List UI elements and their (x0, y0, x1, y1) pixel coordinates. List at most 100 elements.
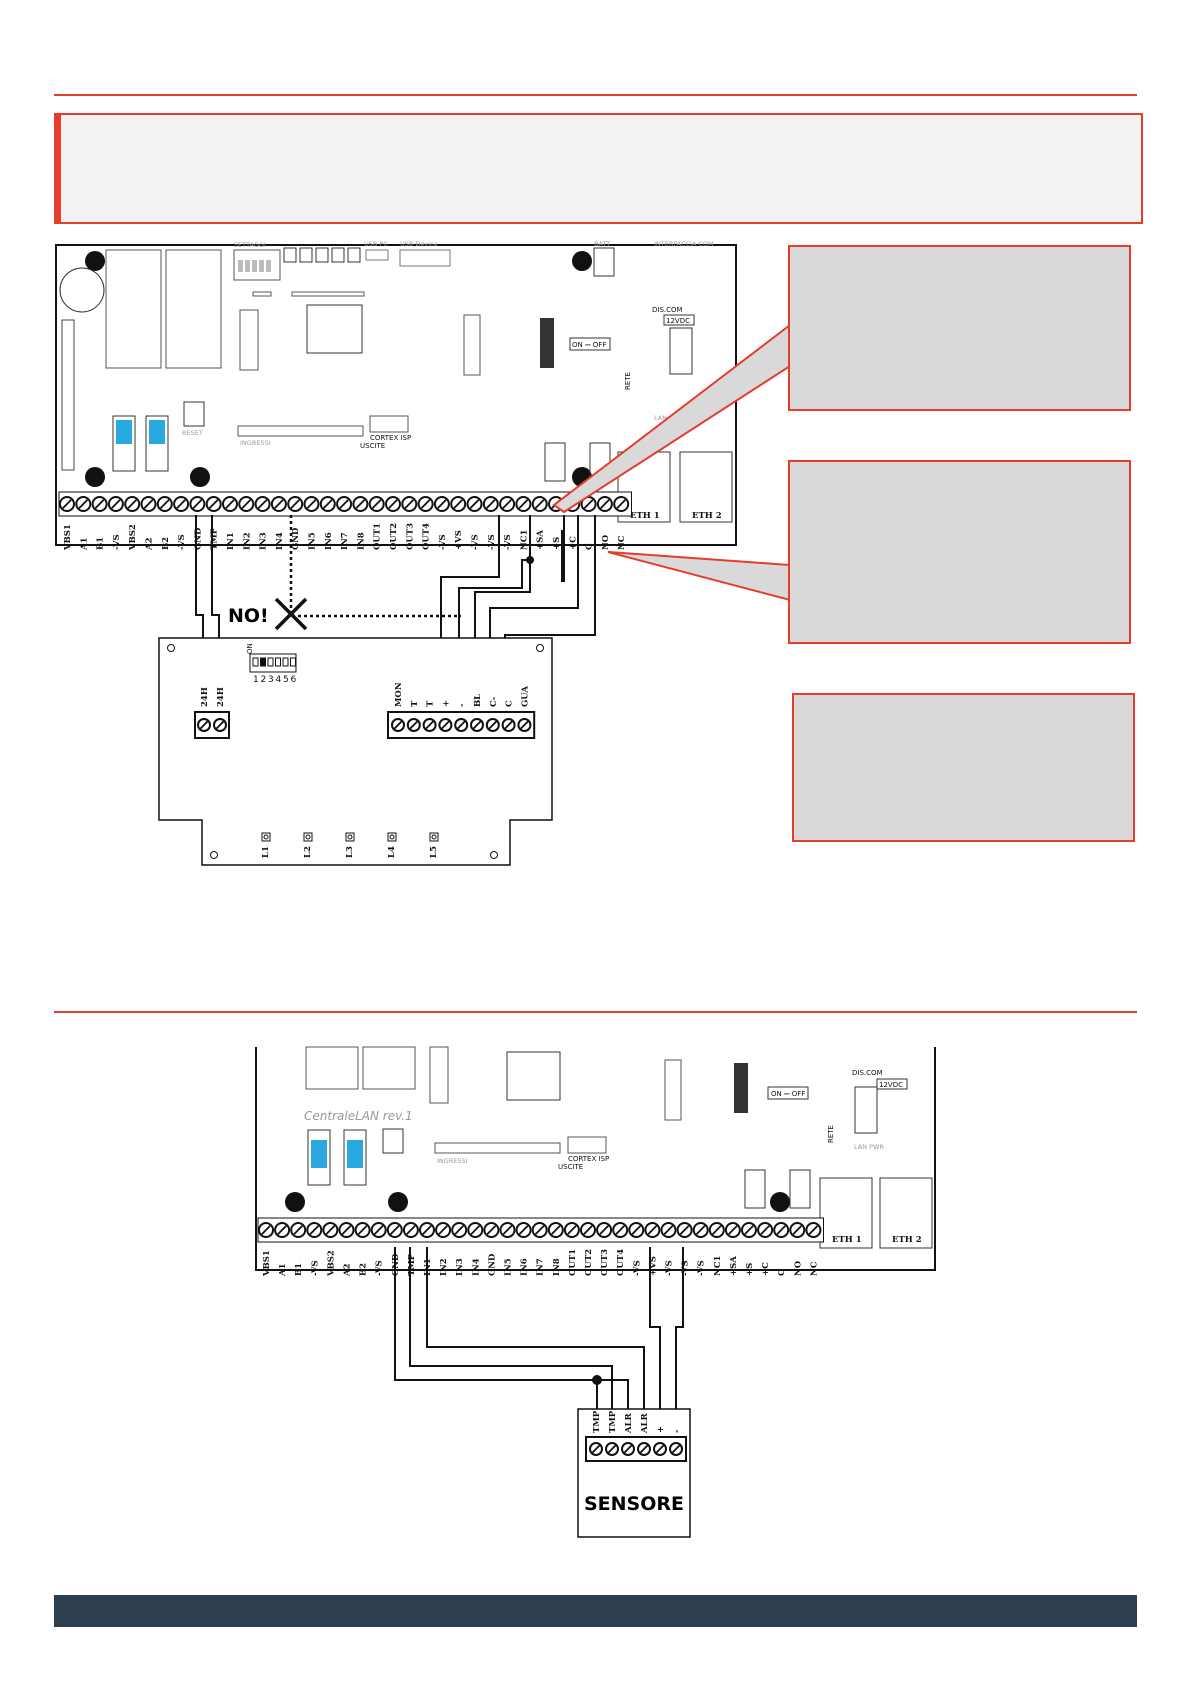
dip-switch-settaggi (233, 249, 281, 281)
side-connector (61, 319, 75, 471)
dip-lever (260, 657, 266, 667)
terminal-label: -VS (471, 534, 481, 550)
memory-module (105, 249, 162, 369)
screw-slot (425, 720, 434, 730)
cortex-label: CORTEX ISP (370, 434, 411, 442)
screw-slot (454, 1225, 465, 1235)
terminal-label: B2 (359, 1263, 369, 1276)
terminal-label: NC1 (519, 529, 529, 550)
terminal-label: OUT3 (405, 523, 415, 550)
usb-device-label: USB Device (400, 240, 438, 248)
screw-slot (322, 499, 333, 509)
device-terminal-label: C- (489, 696, 499, 707)
ingressi-header (237, 425, 364, 437)
callout-pointer-2 (607, 551, 791, 602)
screw-slot (78, 499, 89, 509)
screw-slot (550, 1225, 561, 1235)
rete-label: RETE (624, 372, 632, 390)
uscite-label: USCITE (360, 442, 385, 450)
led-lens (347, 834, 353, 840)
terminal-label: IN5 (308, 532, 318, 550)
sensor-terminal-label: TMP (592, 1410, 602, 1433)
device-terminal-label: T (410, 700, 420, 707)
settaggi-label: SETTAGGI (234, 241, 266, 249)
terminal-label: VBS1 (63, 524, 73, 551)
wire-power (440, 515, 579, 638)
terminal-label: OUT4 (616, 1249, 626, 1276)
ic-chip (463, 314, 481, 376)
terminal-label: -VS (503, 534, 513, 550)
connector-header (429, 1046, 449, 1104)
led-label: L1 (261, 846, 271, 858)
mounting-hole (388, 1192, 408, 1212)
power-connector (876, 1078, 908, 1090)
connector-header (239, 309, 259, 371)
screw-slot (520, 720, 529, 730)
uscite-label-2: USCITE (558, 1163, 583, 1171)
screw-slot (502, 499, 512, 509)
connector-strip (291, 291, 365, 297)
terminal-label: +S (552, 537, 562, 550)
relay-blue (116, 420, 132, 444)
mounting-hole (770, 1192, 790, 1212)
terminal-label: IN8 (356, 532, 366, 550)
cortex-label-2: CORTEX ISP (568, 1155, 609, 1163)
screw-slot (355, 499, 366, 509)
dip-levers (238, 260, 271, 272)
screw-slot (420, 499, 431, 509)
terminal-label: IN2 (439, 1258, 449, 1276)
screw-slot (404, 499, 415, 509)
screw-slot (62, 499, 72, 509)
screw-slot (393, 720, 403, 730)
sensor-terminal-label: TMP (608, 1410, 618, 1433)
terminal-label: +VS (454, 530, 464, 550)
terminal-label: VBS2 (128, 524, 138, 551)
terminal-label: +SA (536, 530, 546, 550)
device-terminal-label: MON (394, 682, 404, 707)
ingressi-header (434, 1142, 561, 1154)
alert-box (54, 113, 1143, 224)
connector-strip (252, 291, 272, 297)
dip-lever (275, 657, 281, 667)
screw-slot (534, 1225, 545, 1235)
control-board-partial (255, 1047, 936, 1271)
cpu-chip (306, 304, 363, 354)
terminal-label: B2 (161, 537, 171, 550)
wire-junction (526, 556, 534, 564)
sensor-label: SENSORE (584, 1493, 684, 1515)
screw-slot (486, 1225, 497, 1235)
relay-blue (149, 420, 165, 444)
led-indicator (387, 832, 397, 842)
led-indicator (303, 832, 313, 842)
screw-slot (760, 1225, 770, 1235)
jumper-row (283, 247, 361, 263)
screw-slot (192, 499, 203, 509)
screw-slot (502, 1225, 513, 1235)
interface-label: INTERFACCIA COM (654, 240, 714, 248)
device-terminal-label: C (505, 700, 515, 707)
usb-pc-label: USB PC (364, 240, 388, 248)
power-label-2: 12VDC (879, 1081, 903, 1089)
terminal-label: GND (487, 1253, 497, 1276)
mounting-hole (85, 251, 105, 271)
screw-slot (472, 720, 482, 730)
terminal-label: NO (793, 1260, 803, 1276)
screw-slot (388, 499, 398, 509)
footer-bar (54, 1595, 1137, 1627)
screw-slot (695, 1225, 706, 1235)
terminal-label: NC1 (713, 1255, 723, 1276)
transformer (734, 1063, 748, 1113)
dip-number: 2 (261, 675, 267, 685)
terminal-label: A1 (79, 537, 89, 551)
terminal-label: OUT1 (568, 1249, 578, 1276)
device-terminal-label: - (457, 703, 467, 707)
middle-rule (54, 1011, 1137, 1013)
sensor-terminal-label: ALR (640, 1412, 650, 1434)
device-terminal-label: BL (473, 694, 483, 707)
power-connector (663, 314, 695, 326)
eth2-label-2: ETH 2 (892, 1235, 922, 1245)
sensor-terminal-label: ALR (624, 1412, 634, 1434)
ic-chip (664, 1059, 682, 1121)
